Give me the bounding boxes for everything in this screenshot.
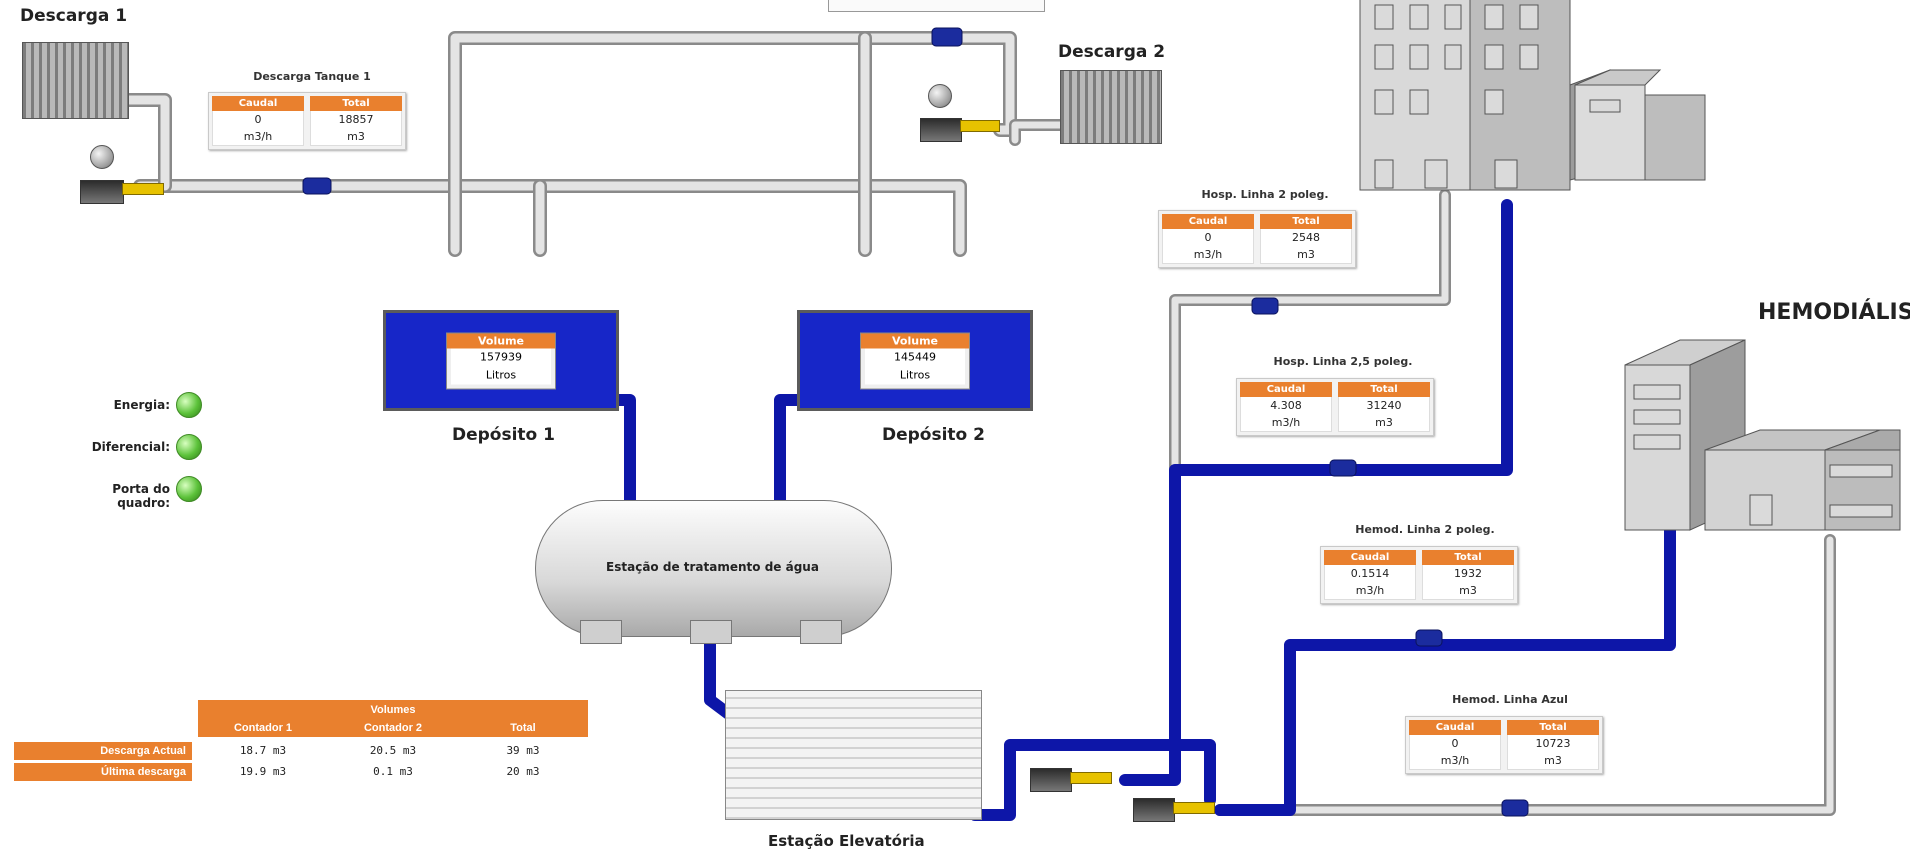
meter-total-value: 1932 bbox=[1422, 565, 1514, 582]
meter-caudal-value: 0.1514 bbox=[1324, 565, 1416, 582]
meter-caudal-value: 0 bbox=[1409, 735, 1501, 752]
hospital-building-icon[interactable] bbox=[1355, 0, 1715, 200]
meter-header: Caudal bbox=[1324, 550, 1416, 565]
summary-title: Volumes bbox=[198, 700, 588, 720]
meter-total-value: 18857 bbox=[310, 111, 402, 128]
summary-col-contador1: Contador 1 bbox=[198, 720, 328, 737]
descarga2-label: Descarga 2 bbox=[1058, 42, 1166, 62]
meter-total-unit: m3 bbox=[310, 128, 402, 146]
deposito2-volume-value: 145449 bbox=[865, 348, 965, 366]
summary-row-descarga-actual: Descarga Actual bbox=[14, 742, 192, 760]
deposito1-volume-header: Volume bbox=[447, 333, 555, 348]
meter-total-unit: m3 bbox=[1260, 246, 1352, 264]
treatment-station-label: Estação de tratamento de água bbox=[606, 560, 819, 574]
hemodialise-label: HEMODIÁLISE bbox=[1758, 300, 1910, 325]
deposito1-volume-display: Volume 157939 Litros bbox=[446, 332, 556, 389]
meter-caudal-unit: m3/h bbox=[212, 128, 304, 146]
summary-row-ultima-descarga: Última descarga bbox=[14, 763, 192, 781]
descarga2-pump-icon bbox=[920, 118, 962, 142]
meter-header: Total bbox=[1260, 214, 1352, 229]
summary-cell: 39 m3 bbox=[506, 744, 540, 757]
meter-header: Caudal bbox=[212, 96, 304, 111]
meter-caudal-unit: m3/h bbox=[1324, 582, 1416, 600]
meter-total-value: 2548 bbox=[1260, 229, 1352, 246]
deposito2-volume-header: Volume bbox=[861, 333, 969, 348]
meter-hosp-linha2-title: Hosp. Linha 2 poleg. bbox=[1201, 188, 1329, 201]
meter-caudal-value: 0 bbox=[1162, 229, 1254, 246]
meter-caudal-unit: m3/h bbox=[1240, 414, 1332, 432]
meter-header: Total bbox=[1338, 382, 1430, 397]
descarga2-valve-icon bbox=[960, 120, 1000, 132]
meter-caudal-value: 0 bbox=[212, 111, 304, 128]
diferencial-label: Diferencial: bbox=[91, 440, 170, 454]
summary-col-contador2: Contador 2 bbox=[328, 720, 458, 737]
descarga1-valve-icon bbox=[122, 183, 164, 195]
meter-total-unit: m3 bbox=[1422, 582, 1514, 600]
treatment-support-right bbox=[800, 620, 842, 644]
descarga2-pump-gauge-icon bbox=[928, 84, 952, 108]
meter-total-value: 31240 bbox=[1338, 397, 1430, 414]
energia-label: Energia: bbox=[113, 398, 170, 412]
meter-total-unit: m3 bbox=[1507, 752, 1599, 770]
deposito1-tank[interactable]: Volume 157939 Litros bbox=[383, 310, 619, 411]
summary-col-total: Total bbox=[458, 720, 588, 737]
deposito2-volume-display: Volume 145449 Litros bbox=[860, 332, 970, 389]
hemodialise-building-icon[interactable] bbox=[1620, 335, 1905, 535]
meter-caudal-unit: m3/h bbox=[1162, 246, 1254, 264]
meter-header: Total bbox=[1422, 550, 1514, 565]
deposito2-label: Depósito 2 bbox=[882, 425, 985, 445]
deposito2-volume-unit: Litros bbox=[865, 366, 965, 384]
summary-cell: 0.1 m3 bbox=[373, 765, 413, 778]
top-frame bbox=[828, 0, 1045, 12]
meter-hemod-linha2-title: Hemod. Linha 2 poleg. bbox=[1355, 523, 1495, 536]
descarga1-pump-gauge-icon bbox=[90, 145, 114, 169]
treatment-support-left bbox=[580, 620, 622, 644]
summary-cell: 19.9 m3 bbox=[239, 765, 287, 778]
meter-header: Caudal bbox=[1409, 720, 1501, 735]
meter-descarga-tanque1-title: Descarga Tanque 1 bbox=[253, 70, 371, 83]
treatment-support-mid bbox=[690, 620, 732, 644]
elevatoria-valve1-icon bbox=[1070, 772, 1112, 784]
treatment-station-tank[interactable] bbox=[535, 500, 892, 637]
descarga1-tank bbox=[22, 42, 129, 119]
deposito1-volume-unit: Litros bbox=[451, 366, 551, 384]
summary-cell: 20.5 m3 bbox=[369, 744, 417, 757]
meter-hosp-linha25-title: Hosp. Linha 2,5 poleg. bbox=[1273, 355, 1413, 368]
meter-total-unit: m3 bbox=[1338, 414, 1430, 432]
meter-header: Caudal bbox=[1162, 214, 1254, 229]
elevatoria-pump1-icon bbox=[1030, 768, 1072, 792]
meter-header: Caudal bbox=[1240, 382, 1332, 397]
elevatoria-valve2-icon bbox=[1173, 802, 1215, 814]
deposito2-tank[interactable]: Volume 145449 Litros bbox=[797, 310, 1033, 411]
deposito1-volume-value: 157939 bbox=[451, 348, 551, 366]
meter-header: Total bbox=[310, 96, 402, 111]
descarga1-pump-icon bbox=[80, 180, 124, 204]
pumping-station[interactable] bbox=[725, 690, 982, 820]
meter-total-value: 10723 bbox=[1507, 735, 1599, 752]
deposito1-label: Depósito 1 bbox=[452, 425, 555, 445]
meter-hemod-linha-azul-title: Hemod. Linha Azul bbox=[1452, 693, 1568, 706]
meter-caudal-value: 4.308 bbox=[1240, 397, 1332, 414]
energia-status-led-icon bbox=[176, 392, 202, 418]
elevatoria-pump2-icon bbox=[1133, 798, 1175, 822]
porta-quadro-status-led-icon bbox=[176, 476, 202, 502]
descarga1-label: Descarga 1 bbox=[20, 6, 128, 26]
meter-caudal-unit: m3/h bbox=[1409, 752, 1501, 770]
summary-cell: 20 m3 bbox=[506, 765, 540, 778]
descarga2-tank bbox=[1060, 70, 1162, 144]
summary-cell: 18.7 m3 bbox=[239, 744, 287, 757]
pumping-station-label: Estação Elevatória bbox=[768, 832, 925, 850]
diferencial-status-led-icon bbox=[176, 434, 202, 460]
porta-quadro-label: Porta do quadro: bbox=[112, 482, 170, 510]
meter-header: Total bbox=[1507, 720, 1599, 735]
